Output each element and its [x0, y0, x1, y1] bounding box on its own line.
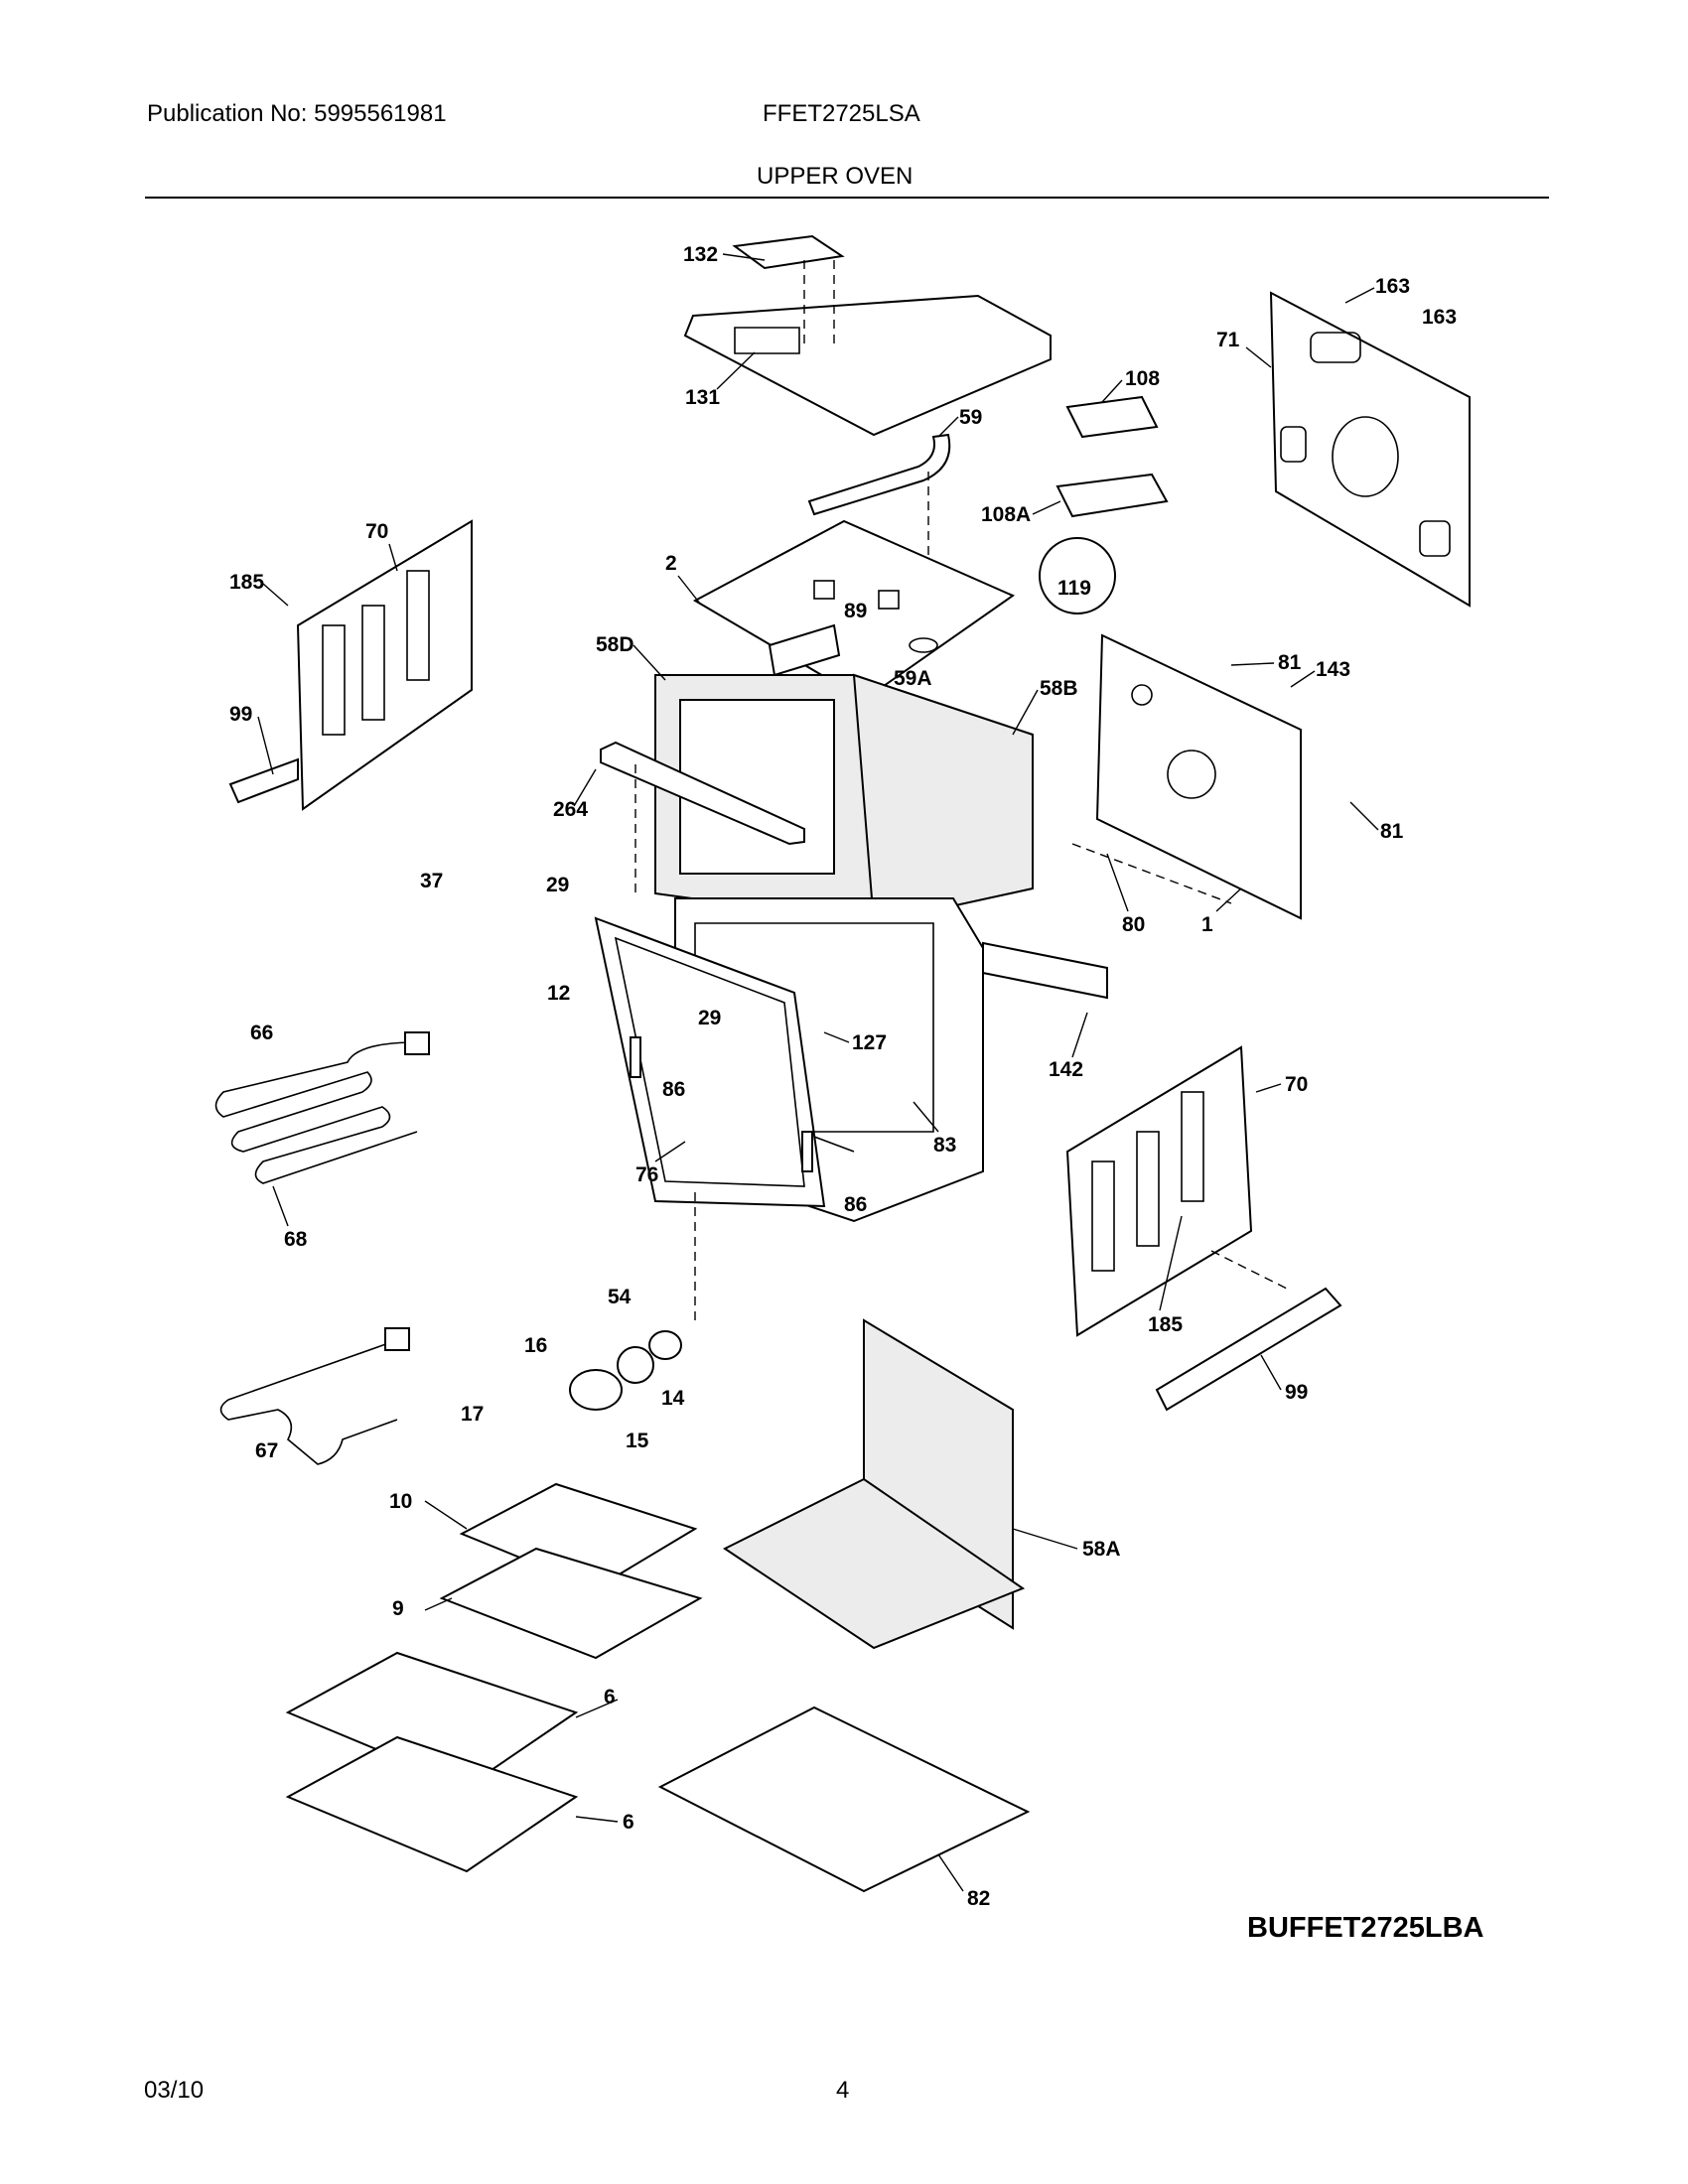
callout-label: 86	[662, 1078, 685, 1101]
part-broil-element	[214, 1031, 430, 1184]
callout-label: 17	[461, 1403, 484, 1426]
callout-label: 99	[229, 703, 252, 726]
callout-labels: 132 131 59 163 163 71 108 108A 119 70 18…	[229, 243, 1457, 1910]
callout-label: 132	[683, 243, 718, 266]
part-rear-heat-shield	[1269, 291, 1471, 608]
callout-label: 119	[1057, 577, 1091, 600]
part-rear-panel	[1071, 633, 1302, 920]
callout-label: 68	[284, 1228, 308, 1251]
part-oven-light	[569, 1191, 696, 1411]
callout-label: 10	[389, 1490, 412, 1513]
part-oven-racks	[285, 1651, 579, 1873]
callout-label: 71	[1216, 329, 1240, 351]
part-bottom-insulation	[723, 1318, 1026, 1650]
publication-number: Publication No: 5995561981	[147, 100, 447, 127]
part-bake-element	[219, 1327, 410, 1465]
callout-label: 37	[420, 870, 443, 892]
part-front-frame	[594, 916, 826, 1208]
part-oven-top-panel	[692, 519, 1016, 702]
callout-label: 99	[1285, 1381, 1308, 1404]
callout-label: 9	[392, 1597, 404, 1620]
callout-label: 59	[959, 406, 982, 429]
callout-label: 29	[698, 1007, 721, 1029]
callout-label: 143	[1316, 658, 1350, 681]
callout-label: 16	[524, 1334, 547, 1357]
callout-label: 59A	[894, 667, 932, 690]
callout-label: 185	[229, 571, 264, 594]
part-trim-strip	[600, 741, 805, 893]
header-rule	[145, 197, 1549, 199]
callout-label: 89	[844, 600, 867, 622]
callout-label: 86	[844, 1193, 867, 1216]
callout-label: 108	[1125, 367, 1160, 390]
callout-label: 81	[1278, 651, 1302, 674]
footer-date: 03/10	[144, 2077, 205, 2104]
callout-label: 82	[967, 1887, 990, 1910]
callout-label: 70	[365, 520, 388, 543]
callout-label: 15	[626, 1430, 649, 1452]
callout-label: 142	[1049, 1058, 1083, 1081]
callout-label: 163	[1375, 275, 1410, 298]
part-door-lock	[1039, 395, 1169, 614]
callout-label: 80	[1122, 913, 1145, 936]
page-number: 4	[836, 2077, 850, 2104]
callout-label: 58D	[596, 633, 634, 656]
callout-label: 108A	[981, 503, 1031, 526]
callout-label: 67	[255, 1439, 278, 1462]
part-broiler-pan	[439, 1482, 703, 1660]
callout-label: 6	[604, 1686, 616, 1708]
part-side-panel-left	[296, 519, 473, 811]
part-side-panel-right	[1065, 1045, 1342, 1412]
callout-label: 54	[608, 1286, 632, 1308]
part-bottom-pan	[657, 1706, 1031, 1893]
callout-label: 66	[250, 1022, 273, 1044]
leader-lines	[257, 253, 1379, 1892]
callout-label: 58B	[1040, 677, 1078, 700]
callout-label: 264	[553, 798, 588, 821]
callout-label: 58A	[1082, 1538, 1121, 1561]
callout-label: 185	[1148, 1313, 1183, 1336]
callout-label: 29	[546, 874, 569, 896]
callout-label: 14	[661, 1387, 685, 1410]
callout-label: 163	[1422, 306, 1457, 329]
callout-label: 1	[1201, 913, 1213, 936]
model-number: FFET2725LSA	[763, 100, 920, 127]
callout-label: 83	[933, 1134, 956, 1157]
callout-label: 127	[852, 1031, 887, 1054]
callout-label: 76	[635, 1163, 658, 1186]
callout-label: 131	[685, 386, 720, 409]
section-title: UPPER OVEN	[757, 163, 914, 190]
callout-label: 6	[623, 1811, 634, 1834]
part-side-bracket-left	[228, 757, 299, 804]
callout-label: 12	[547, 982, 570, 1005]
callout-label: 70	[1285, 1073, 1308, 1096]
part-vent-duct	[982, 941, 1108, 1000]
diagram-code: BUFFET2725LBA	[1247, 1912, 1484, 1944]
part-top-cover	[683, 234, 1052, 437]
part-vent-tube	[807, 433, 951, 596]
callout-label: 2	[665, 552, 677, 575]
callout-label: 81	[1380, 820, 1404, 843]
